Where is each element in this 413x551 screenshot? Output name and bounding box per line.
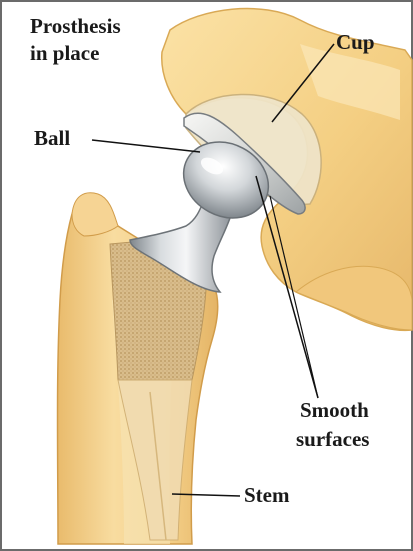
label-smooth-line-2: surfaces (296, 427, 369, 452)
title-line-2: in place (30, 41, 99, 66)
label-cup: Cup (336, 30, 375, 55)
title-line-1: Prosthesis (30, 14, 121, 39)
label-ball: Ball (34, 126, 70, 151)
label-stem: Stem (244, 483, 290, 508)
label-smooth-line-1: Smooth (300, 398, 369, 423)
